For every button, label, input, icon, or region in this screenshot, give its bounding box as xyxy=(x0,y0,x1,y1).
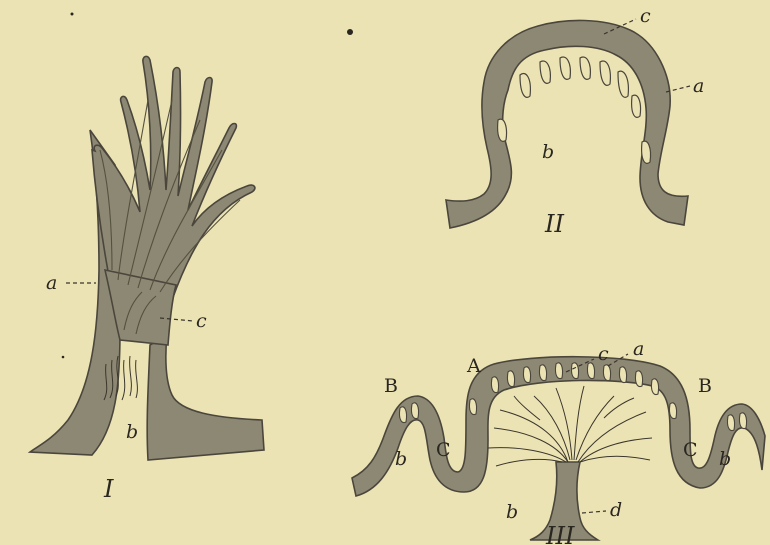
figure-III-label-B-left: B xyxy=(384,375,398,397)
figure-II-crypts xyxy=(498,57,651,163)
figure-I-number: I xyxy=(103,475,114,503)
figure-III-number: III xyxy=(545,522,575,545)
figure-I-label-a: a xyxy=(46,272,57,294)
figure-III-label-B-right: B xyxy=(698,375,712,397)
figure-II-label-b: b xyxy=(542,141,554,163)
figure-II-dome-wall xyxy=(446,20,688,228)
stray-dot xyxy=(62,356,65,359)
figure-III-label-b-left: b xyxy=(395,448,407,470)
figure-I-label-b: b xyxy=(126,421,138,443)
figure-II-number: II xyxy=(544,210,564,238)
stray-dot xyxy=(347,29,353,35)
figure-III-label-d: d xyxy=(610,499,622,521)
figure-II-drawing xyxy=(446,20,688,228)
figure-III-leader-d xyxy=(582,511,606,513)
figure-III-label-A: A xyxy=(466,355,481,377)
figure-III-tree-branches xyxy=(488,386,652,466)
figure-III-label-a: a xyxy=(633,338,644,360)
stray-dot xyxy=(71,13,74,16)
figure-I-label-c: c xyxy=(196,310,207,332)
figure-III-label-C-right: C xyxy=(683,439,698,461)
figure-III-label-b-center: b xyxy=(506,501,518,523)
figure-II-label-c: c xyxy=(640,5,651,27)
figure-III-crypts xyxy=(399,363,746,431)
figure-III-label-c: c xyxy=(598,343,609,365)
figure-I-drawing xyxy=(30,56,264,460)
figure-I-villus-fan xyxy=(92,56,255,300)
figure-I-right-wall xyxy=(147,335,264,460)
figure-III-label-b-right: b xyxy=(719,448,731,470)
figure-II-label-a: a xyxy=(693,75,704,97)
figure-III-label-C-left: C xyxy=(436,439,451,461)
